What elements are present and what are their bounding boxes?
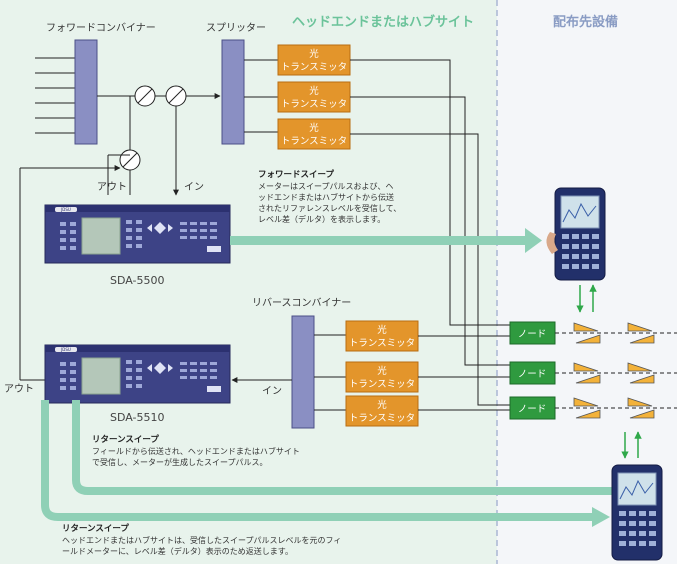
forward-combiner-inputs (35, 57, 75, 134)
svg-text:ヘッドエンドまたはハブサイトは、受信したスイープパルスレベル: ヘッドエンドまたはハブサイトは、受信したスイープパルスレベルを元のフィ (62, 535, 341, 545)
splitter (221, 39, 245, 145)
in-label-top: イン (184, 182, 204, 193)
sda-5510-label: SDA-5510 (110, 411, 165, 424)
return-sweep-annotation-top: リターンスイープ フィールドから伝送され、ヘッドエンドまたはハブサイト で受信し… (92, 434, 300, 467)
node: ノード (509, 321, 556, 345)
forward-fiber-lines (350, 59, 510, 406)
svg-text:トランスミッタ: トランスミッタ (281, 62, 347, 73)
forward-sweep-annotation: フォワードスイープ メーターはスイープパルスおよび、ヘ ッドエンドまたはハブサイ… (258, 169, 401, 224)
forward-sweep-arrow (230, 228, 542, 253)
reverse-fiber-lines (418, 335, 510, 411)
node: ノード (509, 396, 556, 420)
amplifiers (573, 322, 655, 419)
forward-combiner (74, 39, 98, 145)
coax-lines (555, 332, 677, 409)
svg-text:トランスミッタ: トランスミッタ (349, 379, 415, 390)
amplifier-reverse (575, 374, 601, 384)
svg-text:フィールドから伝送され、ヘッドエンドまたはハブサイト: フィールドから伝送され、ヘッドエンドまたはハブサイト (92, 446, 300, 456)
svg-text:で受信し、メーターが生成したスイープパルス。: で受信し、メーターが生成したスイープパルス。 (92, 457, 268, 467)
meter-link-arrows (576, 284, 642, 459)
reverse-transmitter: 光 トランスミッタ (345, 395, 419, 427)
svg-text:ノード: ノード (518, 369, 547, 380)
amplifier-reverse (575, 334, 601, 344)
reverse-combiner-label: リバースコンバイナー (252, 297, 351, 309)
amplifier-forward (573, 322, 599, 332)
forward-transmitter: 光 トランスミッタ (277, 118, 351, 150)
svg-text:光: 光 (309, 85, 319, 97)
field-meter-bottom (611, 464, 663, 561)
reverse-combiner (291, 315, 315, 429)
headend-region-label: ヘッドエンドまたはハブサイト (292, 14, 474, 30)
distribution-region-label: 配布先設備 (553, 14, 618, 30)
svg-text:リターンスイープ: リターンスイープ (62, 523, 129, 534)
svg-text:トランスミッタ: トランスミッタ (349, 338, 415, 349)
forward-transmitter: 光 トランスミッタ (277, 81, 351, 113)
node: ノード (509, 361, 556, 385)
sda-5500-device: JDSU (44, 204, 231, 264)
field-meter-top (546, 187, 606, 281)
svg-text:フォワードスイープ: フォワードスイープ (258, 169, 334, 180)
reverse-transmitter: 光 トランスミッタ (345, 361, 419, 393)
forward-transmitter: 光 トランスミッタ (277, 44, 351, 76)
amplifier-reverse (629, 374, 655, 384)
amplifier-reverse (575, 409, 601, 419)
forward-combiner-label: フォワードコンバイナー (46, 22, 156, 34)
amplifier-forward (627, 362, 653, 372)
reverse-transmitter: 光 トランスミッタ (345, 320, 419, 352)
amplifier-reverse (629, 334, 655, 344)
svg-text:光: 光 (309, 122, 319, 134)
svg-text:されたリファレンスレベルを受信して、: されたリファレンスレベルを受信して、 (258, 203, 401, 213)
svg-text:光: 光 (309, 48, 319, 60)
out-label-top: アウト (97, 181, 127, 193)
amplifier-forward (627, 397, 653, 407)
svg-text:トランスミッタ: トランスミッタ (281, 136, 347, 147)
sda-5510-device: JDSU (44, 344, 231, 404)
svg-text:光: 光 (377, 399, 387, 411)
svg-text:ールドメーターに、レベル差（デルタ）表示のため返送します。: ールドメーターに、レベル差（デルタ）表示のため返送します。 (62, 546, 293, 556)
splitter-label: スプリッター (206, 22, 266, 34)
svg-text:JDSU: JDSU (60, 347, 71, 352)
svg-text:光: 光 (377, 324, 387, 336)
sda-5500-label: SDA-5500 (110, 274, 165, 287)
out-label-bottom: アウト (4, 383, 34, 395)
svg-text:光: 光 (377, 365, 387, 377)
return-sweep-arrow-bottom (41, 400, 610, 527)
return-sweep-arrow-top (72, 400, 612, 495)
svg-text:レベル差（デルタ）を表示します。: レベル差（デルタ）を表示します。 (258, 214, 385, 224)
svg-text:メーターはスイープパルスおよび、ヘ: メーターはスイープパルスおよび、ヘ (258, 182, 394, 191)
in-label-bottom: イン (262, 386, 282, 397)
svg-text:ノード: ノード (518, 404, 547, 415)
svg-text:ッドエンドまたはハブサイトから伝送: ッドエンドまたはハブサイトから伝送 (258, 192, 394, 202)
amplifier-reverse (629, 409, 655, 419)
svg-text:ノード: ノード (518, 329, 547, 340)
svg-text:JDSU: JDSU (60, 207, 71, 212)
amplifier-forward (573, 397, 599, 407)
amplifier-forward (627, 322, 653, 332)
svg-text:トランスミッタ: トランスミッタ (281, 99, 347, 110)
return-sweep-annotation-bottom: リターンスイープ ヘッドエンドまたはハブサイトは、受信したスイープパルスレベルを… (62, 523, 341, 556)
svg-text:トランスミッタ: トランスミッタ (349, 413, 415, 424)
amplifier-forward (573, 362, 599, 372)
svg-text:リターンスイープ: リターンスイープ (92, 434, 159, 445)
